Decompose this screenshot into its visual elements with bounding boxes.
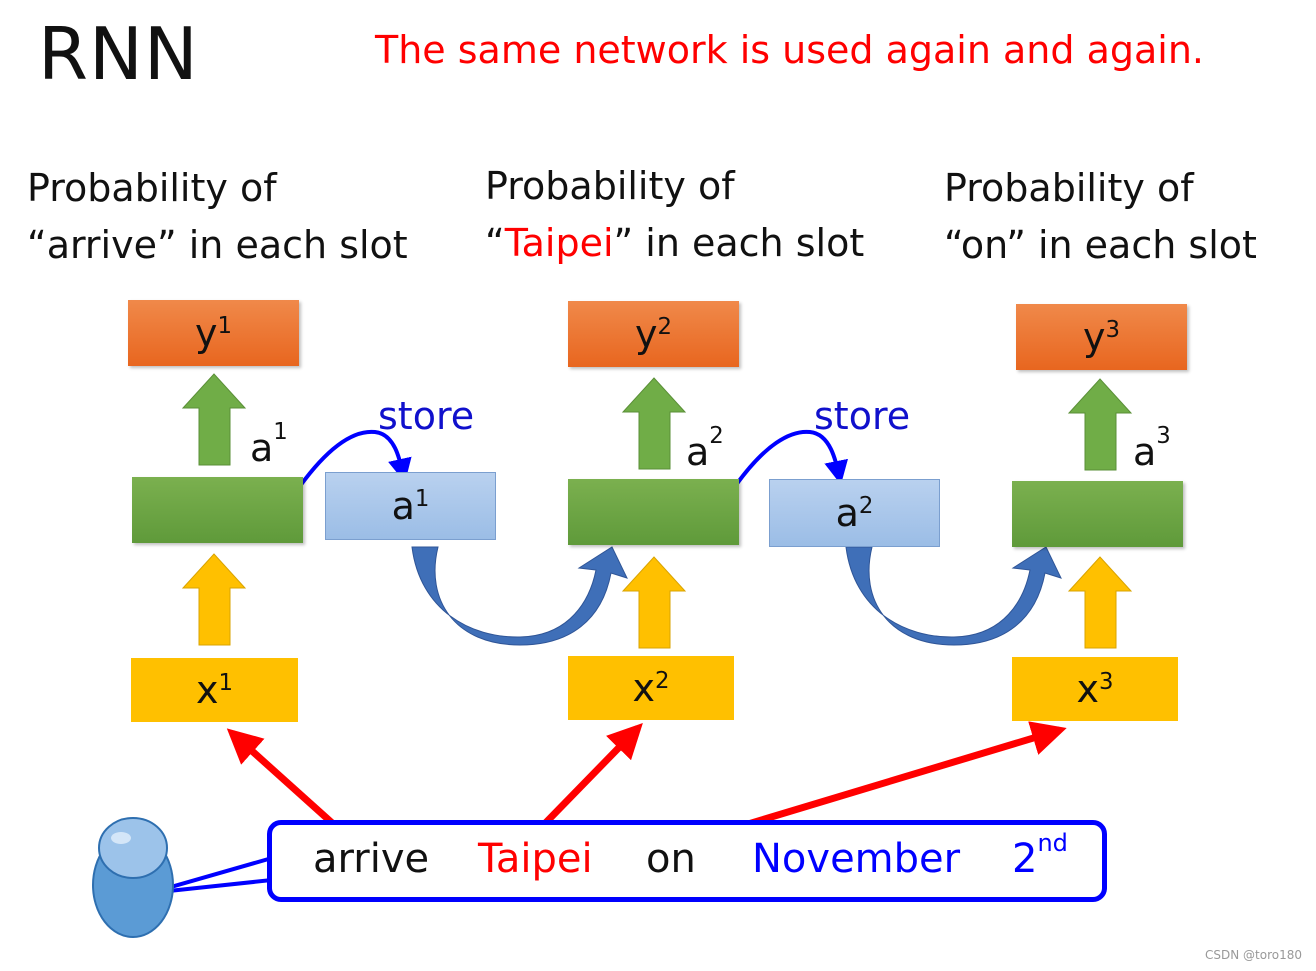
prob-line1: Probability of <box>485 164 735 208</box>
prob-word: Taipei <box>504 221 614 265</box>
prob-line1: Probability of <box>944 166 1194 210</box>
green-up-arrow-2 <box>621 377 687 470</box>
prob-line2: “on” in each slot <box>944 223 1257 267</box>
yellow-up-arrow-3 <box>1067 556 1133 649</box>
prob-word: arrive <box>46 223 157 267</box>
page-title: RNN <box>38 12 199 96</box>
hidden-box-3 <box>1012 481 1183 547</box>
yellow-up-arrow-1 <box>181 553 247 646</box>
prob-word: on <box>960 223 1007 267</box>
prob-header-1: Probability of “arrive” in each slot <box>27 160 408 274</box>
memory-feed-arrow-1 <box>411 546 628 646</box>
memory-feed-arrow-2 <box>845 546 1062 646</box>
word-2nd: 2nd <box>1012 828 1068 882</box>
store-arrow-2 <box>734 429 849 487</box>
word-taipei: Taipei <box>478 836 593 882</box>
green-up-arrow-3 <box>1067 378 1133 471</box>
hidden-label-2: a2 <box>686 423 724 474</box>
word-on: on <box>646 836 696 882</box>
store-arrow-1 <box>298 429 412 488</box>
yellow-up-arrow-2 <box>621 556 687 649</box>
prob-line2: “arrive” in each slot <box>27 223 408 267</box>
prob-header-2: Probability of “Taipei” in each slot <box>485 158 864 272</box>
hidden-box-2 <box>568 479 739 545</box>
user-icon <box>92 817 174 938</box>
hidden-box-1 <box>132 477 303 543</box>
hidden-label-3: a3 <box>1133 423 1171 474</box>
sentence-box <box>267 820 1107 902</box>
store-label-2: store <box>814 394 911 438</box>
watermark: CSDN @toro180 <box>1205 948 1302 962</box>
prob-line2: “Taipei” in each slot <box>485 221 865 265</box>
word-november: November <box>752 836 961 882</box>
subtitle: The same network is used again and again… <box>375 28 1205 72</box>
word-arrive: arrive <box>313 836 430 882</box>
store-label-1: store <box>378 394 475 438</box>
prob-line1: Probability of <box>27 166 277 210</box>
green-up-arrow-1 <box>181 373 247 466</box>
hidden-label-1: a1 <box>250 419 288 470</box>
prob-header-3: Probability of “on” in each slot <box>944 160 1257 274</box>
